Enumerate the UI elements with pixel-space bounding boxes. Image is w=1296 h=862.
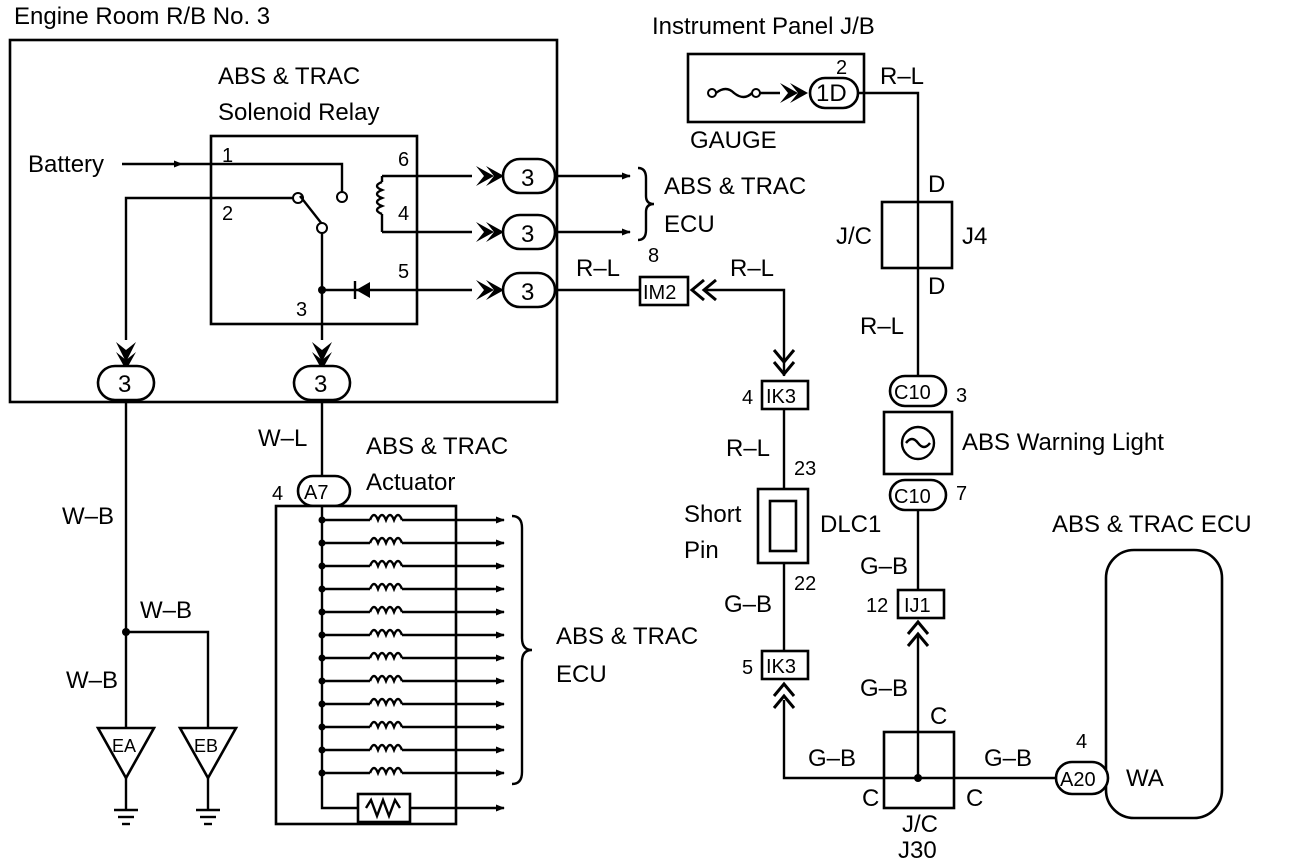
warning-lamp-icon [900,425,936,461]
actuator-title-2: Actuator [366,469,455,496]
ground-eb [177,726,239,781]
connector-ik3-bottom-label: IK3 [766,656,796,678]
connector-c10-top-label: C10 [894,382,931,404]
actuator-title-1: ABS & TRAC [366,433,508,460]
connector-a20 [1054,760,1110,796]
ground-ea [95,726,157,781]
connector-a7-label: A7 [304,482,328,504]
abs-ecu-top-line2: ECU [664,211,715,238]
j30-pin-c-left: C [862,785,879,812]
connector-ij1 [896,588,946,620]
wire-w-b-ea: W–B [66,667,118,694]
ground-ea-label: EA [112,736,136,756]
connector-c10-bottom-pin: 7 [956,483,967,505]
connector-chevrons [476,166,504,300]
connector-3-pin4-label: 3 [521,221,534,248]
wire-r-l-j4: R–L [860,313,904,340]
connector-3-pin6-label: 3 [521,165,534,192]
abs-ecu-top-line1: ABS & TRAC [664,173,806,200]
connector-ij1-label: IJ1 [904,595,931,617]
wire-w-l: W–L [258,425,307,452]
ground-symbol-icons [114,778,220,826]
connector-a20-label: A20 [1060,769,1096,791]
connector-im2-pin: 8 [648,245,659,267]
wire-w-b-main: W–B [62,503,114,530]
relay-pin-5: 5 [398,261,409,283]
battery-label: Battery [28,151,104,178]
j4-pin-d-bottom: D [928,273,945,300]
short-pin-label-2: Pin [684,537,719,564]
connector-a20-pin: 4 [1076,731,1087,753]
instrument-panel-title: Instrument Panel J/B [652,13,875,40]
wire-g-b-ik3: G–B [808,745,856,772]
engine-room-title: Engine Room R/B No. 3 [14,3,270,30]
engine-room-relay-block: Engine Room R/B No. 3 ABS & TRAC Solenoi… [8,3,559,404]
wire-w-b-branch: W–B [140,597,192,624]
connector-3-ground-label: 3 [118,371,131,398]
ecu-mid-brace [511,514,533,786]
dlc1-label: DLC1 [820,511,881,538]
j4-pin-d-top: D [928,171,945,198]
connector-ik3-top-label: IK3 [766,386,796,408]
connector-im2-label: IM2 [643,282,676,304]
abs-ecu-mid-line1: ABS & TRAC [556,623,698,650]
wire-r-l-gauge: R–L [880,63,924,90]
wire-g-b-c10: G–B [860,553,908,580]
jc-j30-id: J30 [898,837,937,862]
jc-j4-name: J/C [836,223,872,250]
relay-title-1: ABS & TRAC [218,63,360,90]
relay-pin-3: 3 [296,299,307,321]
wire-r-l-im2-right: R–L [730,255,774,282]
ground-eb-label: EB [194,736,218,756]
connector-1d-label: 1D [816,80,847,107]
actuator-box [274,504,458,826]
relay-pin-6: 6 [398,149,409,171]
relay-pin-4: 4 [398,203,409,225]
gauge-label: GAUGE [690,127,777,154]
connector-c10-top-pin: 3 [956,385,967,407]
dlc1-pin-23: 23 [794,458,816,480]
relay-pin-2: 2 [222,203,233,225]
actuator-solenoid-coils [318,506,505,824]
connector-ik3-top-pin: 4 [742,387,753,409]
wire-g-b-j30: G–B [984,745,1032,772]
abs-ecu-right-title: ABS & TRAC ECU [1052,511,1252,538]
relay-title-2: Solenoid Relay [218,99,379,126]
connector-a7-pin: 4 [272,483,283,505]
ecu-top-brace [637,166,655,242]
connector-c10-bottom-label: C10 [894,486,931,508]
dlc1-pin-22: 22 [794,573,816,595]
connector-3-actuator-label: 3 [314,371,327,398]
relay-pin-1: 1 [222,145,233,167]
j30-pin-c-top: C [930,703,947,730]
abs-warning-light-label: ABS Warning Light [962,429,1164,456]
connector-ik3-bottom [760,649,810,681]
connector-im2 [638,275,690,307]
connector-3-pin5-label: 3 [521,279,534,306]
short-pin-label-1: Short [684,501,742,528]
j30-pin-c-right: C [966,785,983,812]
connector-ik3-bottom-pin: 5 [742,657,753,679]
abs-ecu-terminal-wa: WA [1126,765,1164,792]
connector-ij1-pin: 12 [866,595,888,617]
connector-1d-pin: 2 [836,57,847,79]
wire-g-b-ij1: G–B [860,675,908,702]
jc-j4-id: J4 [962,223,987,250]
wire-g-b-dlc: G–B [724,591,772,618]
abs-ecu-mid-line2: ECU [556,661,607,688]
abs-ecu-right-box [1104,548,1224,820]
wire-r-l-im2: R–L [576,255,620,282]
jc-j30-name: J/C [902,811,938,838]
connector-ik3-top [760,379,810,411]
connector-c10-top [888,374,948,408]
wire-r-l-dlc: R–L [726,435,770,462]
